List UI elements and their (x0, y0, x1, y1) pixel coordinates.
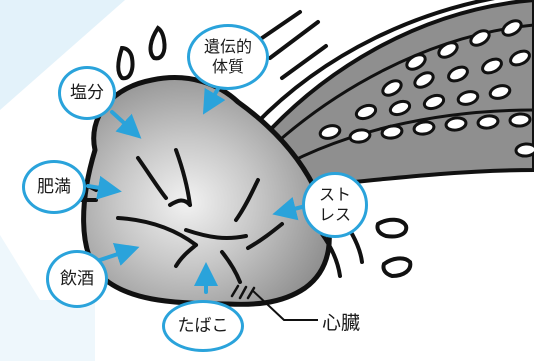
blood-vessel (248, 0, 534, 193)
label-stress: スト レス (302, 172, 368, 238)
background-band-lower (0, 235, 95, 361)
label-drinking: 飲酒 (46, 250, 108, 308)
background-band (0, 0, 125, 110)
heart-label-pointer (251, 289, 318, 321)
arrow-salt (110, 110, 142, 139)
label-obesity: 肥満 (22, 160, 86, 214)
arrow-obesity (86, 175, 122, 200)
label-heart: 心臓 (322, 312, 361, 334)
label-heredity: 遺伝的 体質 (187, 24, 269, 90)
label-tobacco: たばこ (162, 300, 244, 352)
label-salt: 塩分 (58, 66, 116, 120)
